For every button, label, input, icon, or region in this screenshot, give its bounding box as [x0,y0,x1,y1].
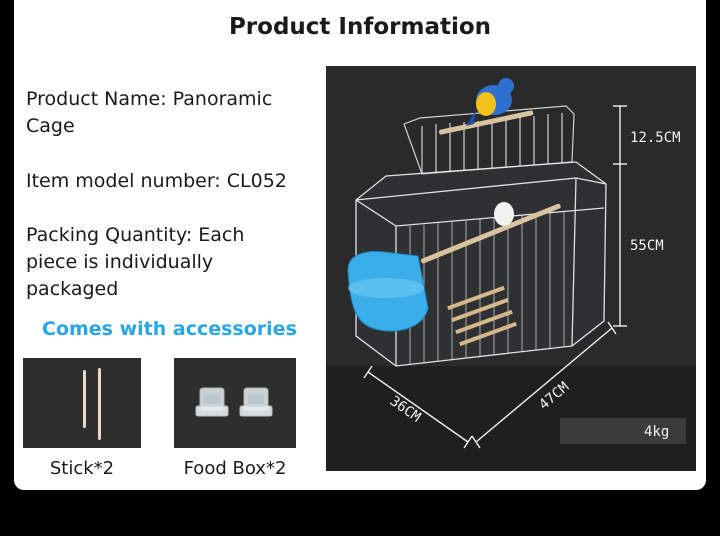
page-title: Product Information [228,14,492,40]
product-card: Product Information Product Name: Panora… [14,0,706,490]
accessories-heading: Comes with accessories [42,318,297,340]
ladder [447,285,517,347]
food-box-icon [174,358,296,448]
packing-quantity: Packing Quantity: Each piece is individu… [26,224,245,300]
parrot-icon [466,78,514,126]
accessory-label-food-box: Food Box*2 [183,458,287,479]
cage-photo: 12.5CM 55CM 36CM 47CM 4kg [326,66,696,471]
roof-cage [403,105,575,175]
weight-label: 4kg [644,424,669,440]
accessory-label-stick: Stick*2 [49,458,115,479]
product-name: Product Name: Panoramic Cage [26,88,273,137]
stick-icon [23,358,141,448]
stick-thumbnail [23,358,141,448]
blue-feeder-icon [347,251,429,332]
dimension-height: 55CM [630,238,664,254]
model-number: Item model number: CL052 [26,170,287,192]
dimension-top: 12.5CM [630,130,681,146]
food-box-thumbnail [174,358,296,448]
cage-illustration: 12.5CM 55CM 36CM 47CM 4kg [326,66,696,471]
